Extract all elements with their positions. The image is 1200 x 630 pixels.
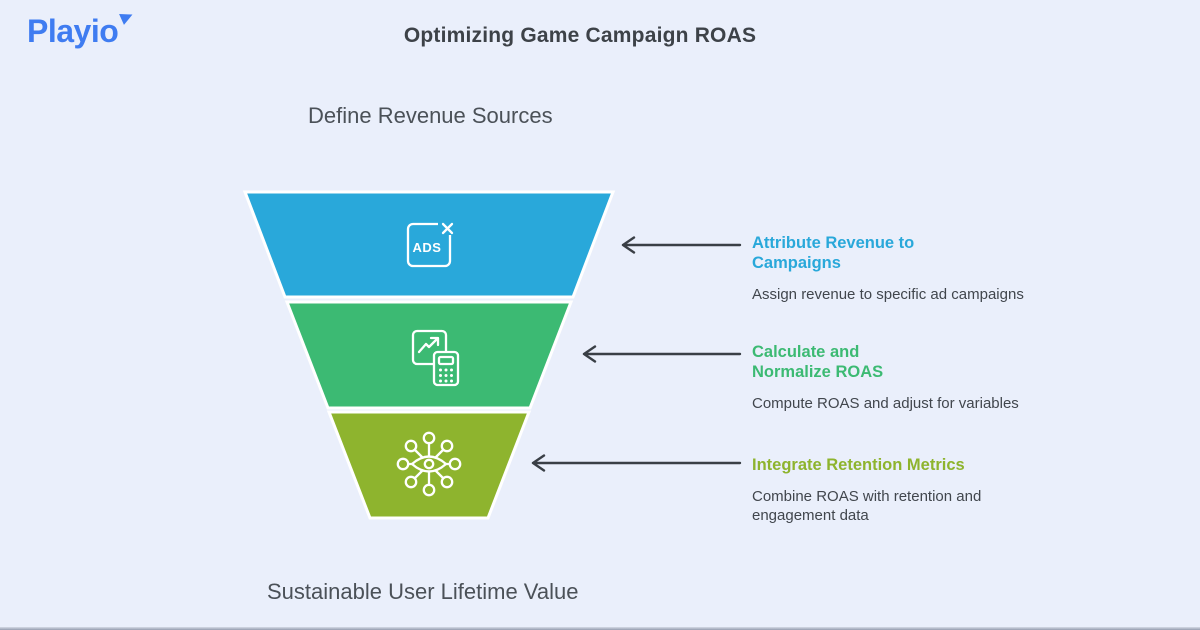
funnel-bottom-label: Sustainable User Lifetime Value (267, 579, 579, 604)
bottom-edge-line (0, 627, 1200, 630)
arrow-to-stage-2 (582, 345, 742, 363)
stage-1-heading: Attribute Revenue to Campaigns (752, 234, 915, 272)
funnel-stage-1-shape (242, 190, 616, 299)
ads-icon-label: ADS (413, 240, 442, 255)
stage-3-heading: Integrate Retention Metrics (752, 456, 965, 474)
playio-logo: Playio (27, 9, 135, 50)
chart-calculator-icon (411, 329, 460, 387)
stage-2-heading: Calculate and Normalize ROAS (752, 343, 884, 381)
funnel-top-label: Define Revenue Sources (308, 103, 553, 128)
stage-3-description: Combine ROAS with retention and engageme… (752, 488, 982, 524)
calculator-keys (439, 368, 453, 383)
stage-2-callout: Calculate and Normalize ROAS Compute ROA… (752, 342, 1052, 413)
eye-network-icon (396, 431, 462, 497)
page-title: Optimizing Game Campaign ROAS (403, 24, 757, 47)
network-nodes (396, 431, 462, 497)
stage-3-callout: Integrate Retention Metrics Combine ROAS… (752, 455, 1022, 525)
stage-1-callout: Attribute Revenue to Campaigns Assign re… (752, 233, 1052, 304)
eye-pupil (423, 458, 435, 470)
ads-blocked-icon: ADS (406, 219, 455, 268)
arrow-to-stage-1 (621, 236, 742, 254)
funnel-stage-2-shape (284, 300, 574, 410)
playio-logo-text: Playio (27, 13, 119, 49)
stage-1-description: Assign revenue to specific ad campaigns (752, 286, 1024, 303)
stage-2-description: Compute ROAS and adjust for variables (752, 395, 1019, 412)
arrow-to-stage-3 (531, 454, 742, 472)
